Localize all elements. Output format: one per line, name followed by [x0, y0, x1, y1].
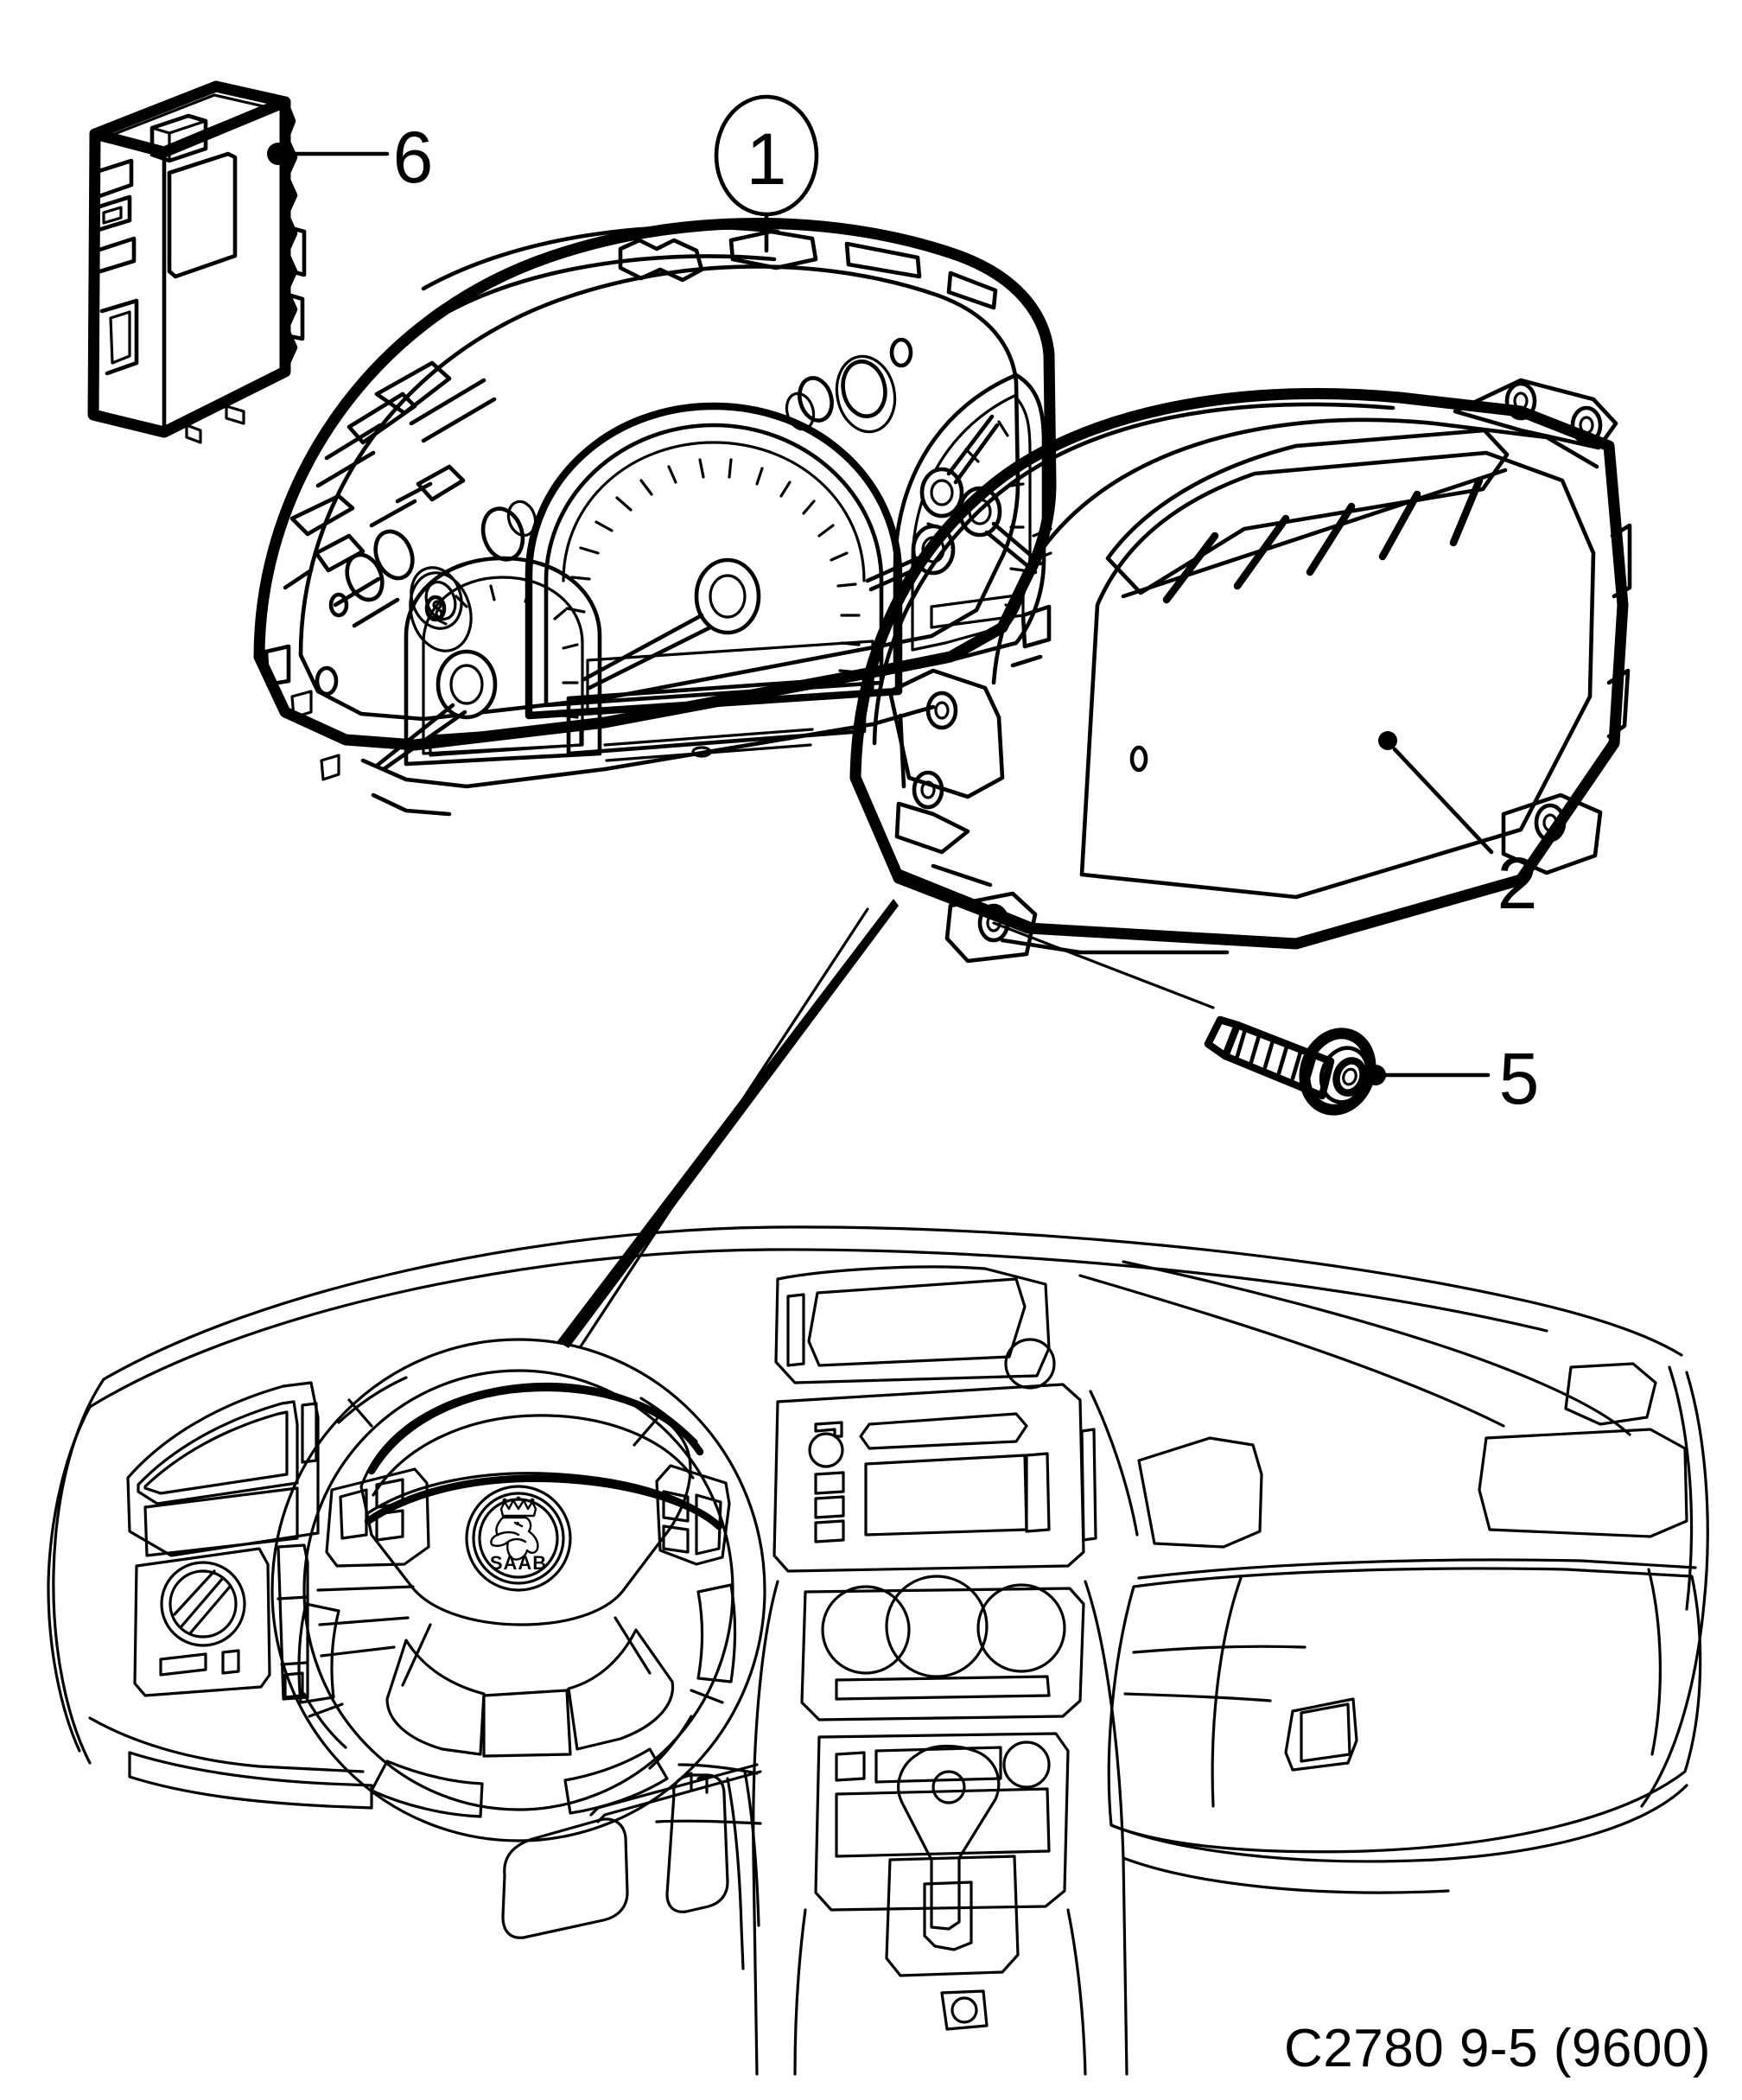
part-1-instrument-cluster: [253, 217, 1057, 817]
installation-pointer-arrow: [557, 899, 899, 1348]
callout-2-label: 2: [1497, 843, 1538, 924]
part-5-mounting-screw: [992, 921, 1376, 1116]
saab-wordmark: SAAB: [490, 1552, 547, 1574]
callout-5-leader: [1365, 1065, 1491, 1085]
dashboard-view: SAAB: [47, 1225, 1709, 2076]
callout-5-label: 5: [1499, 1038, 1540, 1119]
callout-6-label: 6: [393, 117, 434, 198]
saab-griffin-badge: SAAB: [465, 1485, 572, 1592]
callout-6-leader: [267, 143, 390, 165]
callout-1-label: 1: [747, 118, 787, 200]
diagram-caption: C2780 9-5 (9600): [1284, 2019, 1711, 2078]
callout-2-leader: [1378, 731, 1494, 855]
part-6-control-module: [87, 80, 307, 444]
part-2-cluster-housing: [849, 378, 1632, 964]
callout-1-leader: [714, 94, 819, 253]
